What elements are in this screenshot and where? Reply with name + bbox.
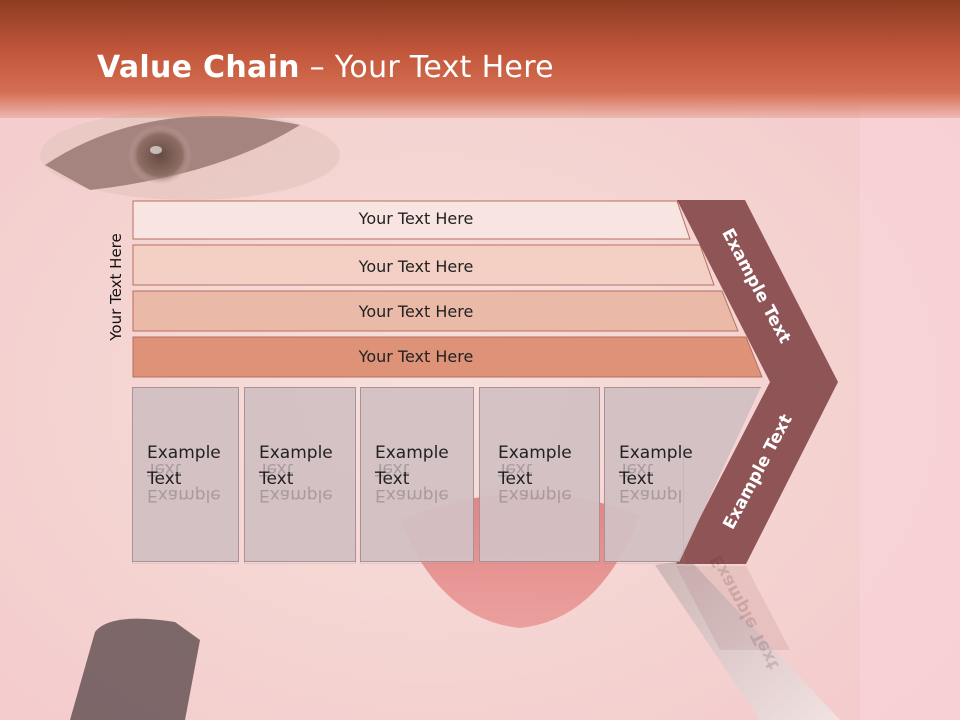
box-line1: Example	[147, 443, 221, 463]
reflect-line2: Text	[259, 459, 294, 479]
row-label-3: Your Text Here	[358, 302, 474, 321]
box-line2: Text	[619, 469, 654, 489]
box-line2: Text	[375, 469, 410, 489]
reflect-line2: Text	[375, 459, 410, 479]
reflect-line1: Example	[498, 485, 572, 505]
row-label-1: Your Text Here	[358, 209, 474, 228]
title-bold: Value Chain	[97, 50, 300, 85]
row-label-2: Your Text Here	[358, 257, 474, 276]
row-band-2	[132, 244, 715, 286]
row-band-3	[132, 290, 739, 332]
reflect-line1: Example	[259, 485, 333, 505]
margin-chevron-top	[677, 200, 838, 382]
reflect-line2: Text	[619, 459, 654, 479]
row-label-4: Your Text Here	[358, 347, 474, 366]
box-line2: Text	[147, 469, 182, 489]
margin-chevron-bottom	[676, 382, 838, 564]
title-rest: – Your Text Here	[299, 50, 554, 85]
box-line1: Example	[619, 443, 693, 463]
slide-title: Value Chain – Your Text Here	[97, 50, 554, 85]
reflect-line1: Example	[147, 485, 221, 505]
box-line2: Text	[498, 469, 533, 489]
row-band-4	[132, 336, 763, 378]
title-bar	[0, 0, 960, 118]
box-line1: Example	[259, 443, 333, 463]
reflect-line1: Example	[619, 485, 684, 505]
box-line1: Example	[498, 443, 572, 463]
reflect-line1: Example	[375, 485, 449, 505]
chevron-reflection	[676, 566, 790, 650]
box-line2: Text	[259, 469, 294, 489]
row-band-1	[132, 200, 691, 240]
reflect-line2: Text	[498, 459, 533, 479]
reflect-line2: Text	[147, 459, 182, 479]
box-line1: Example	[375, 443, 449, 463]
